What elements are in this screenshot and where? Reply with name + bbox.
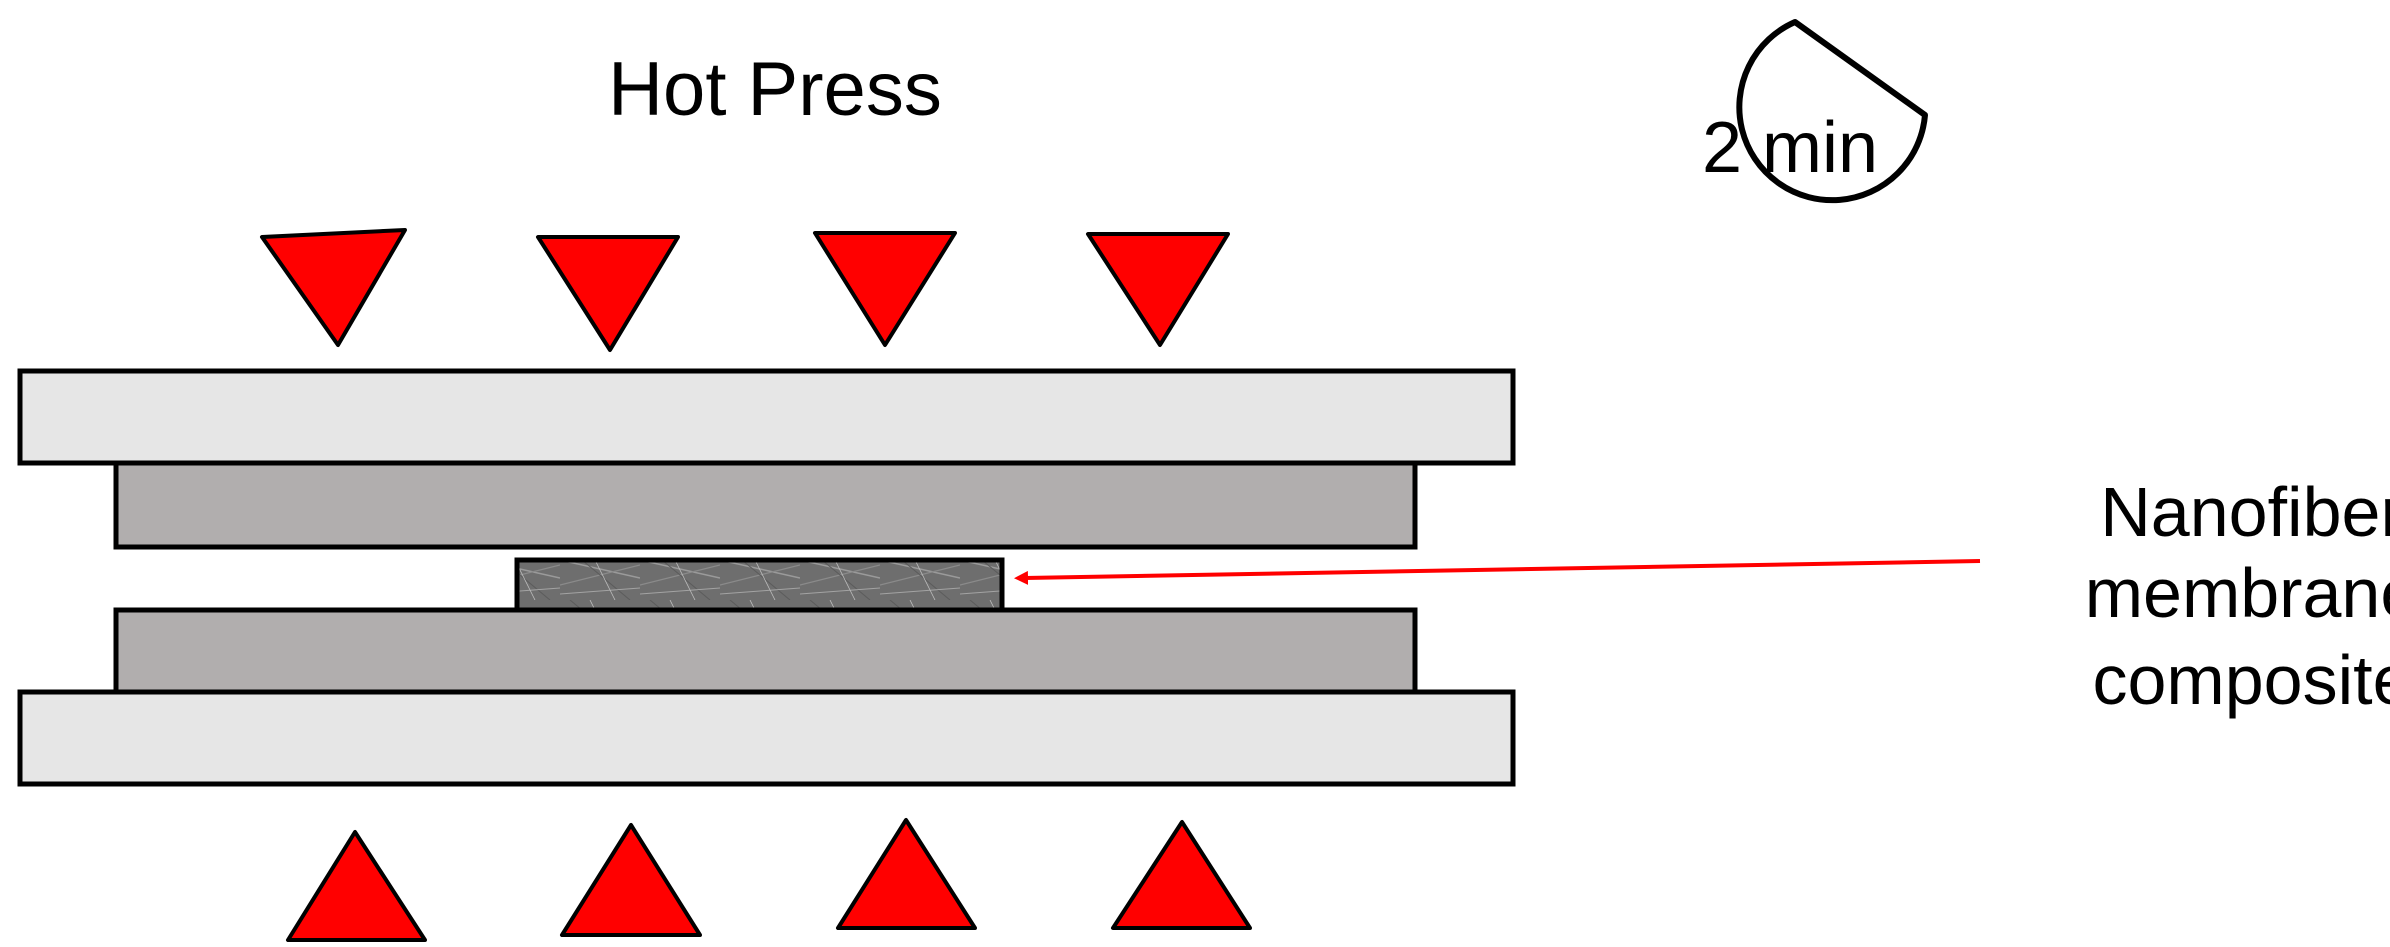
membrane-label-line-3: composite bbox=[2092, 641, 2390, 719]
timer-icon: 2 min bbox=[1702, 19, 1928, 204]
pressure-arrow-down bbox=[536, 235, 680, 352]
membrane-label: Nanofiber membrane composite bbox=[2085, 473, 2390, 719]
pressure-arrow-down bbox=[813, 231, 957, 347]
bottom-pressure-arrows bbox=[286, 818, 1252, 942]
diagram-title: Hot Press bbox=[608, 47, 942, 132]
membrane-sample bbox=[514, 557, 1005, 615]
timer-label: 2 min bbox=[1702, 108, 1878, 188]
membrane-pointer-arrow bbox=[1014, 559, 1981, 585]
pressure-arrow-up bbox=[286, 830, 427, 942]
pressure-arrow-up bbox=[560, 823, 702, 937]
bottom-outer-plate bbox=[17, 689, 1516, 787]
top-inner-plate bbox=[113, 460, 1418, 550]
pressure-arrow-up bbox=[836, 818, 977, 930]
pressure-arrow-down bbox=[260, 228, 407, 347]
pressure-arrow-down bbox=[1086, 232, 1230, 347]
pressure-arrow-up bbox=[1111, 820, 1252, 930]
timer-outline bbox=[1736, 19, 1928, 204]
top-pressure-arrows bbox=[260, 228, 1230, 352]
membrane-label-line-2: membrane bbox=[2085, 554, 2390, 632]
bottom-inner-plate bbox=[113, 607, 1418, 697]
membrane-label-line-1: Nanofiber bbox=[2100, 473, 2390, 551]
top-outer-plate bbox=[17, 368, 1516, 466]
